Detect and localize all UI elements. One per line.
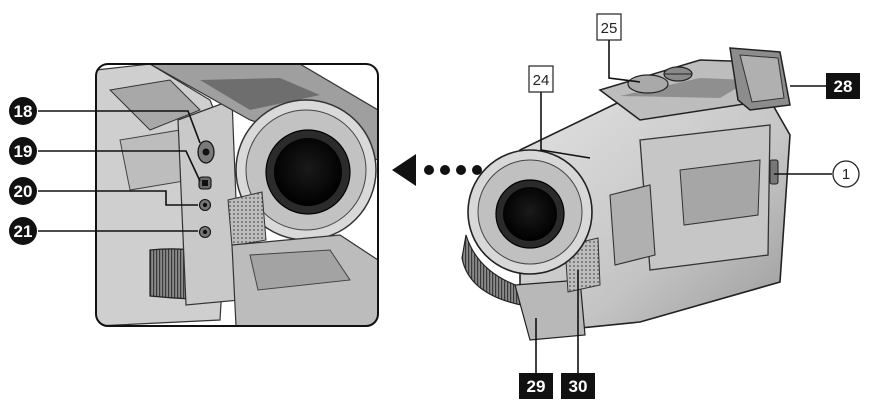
svg-text:1: 1 [842,166,850,183]
callout-29: 29 [519,373,553,399]
callout-28: 28 [826,73,860,99]
callout-25: 25 [596,13,622,41]
svg-text:29: 29 [527,377,546,396]
callout-20: 20 [9,177,37,205]
callout-24: 24 [528,65,554,93]
svg-text:24: 24 [533,72,550,89]
callout-21: 21 [9,217,37,245]
svg-text:18: 18 [14,102,33,121]
svg-text:20: 20 [14,182,33,201]
svg-text:25: 25 [601,20,618,37]
callout-19: 19 [9,137,37,165]
arrow-head-icon [392,154,416,186]
main-leaders [535,40,832,373]
callout-30: 30 [561,373,595,399]
detail-inset [95,63,379,327]
svg-text:28: 28 [834,77,853,96]
callout-18: 18 [9,97,37,125]
callout-1: 1 [832,160,860,188]
camcorder-body [461,47,791,341]
svg-text:21: 21 [14,222,33,241]
inset-frame [95,63,379,327]
svg-text:19: 19 [14,142,33,161]
inset-leaders [38,110,201,232]
svg-text:30: 30 [569,377,588,396]
